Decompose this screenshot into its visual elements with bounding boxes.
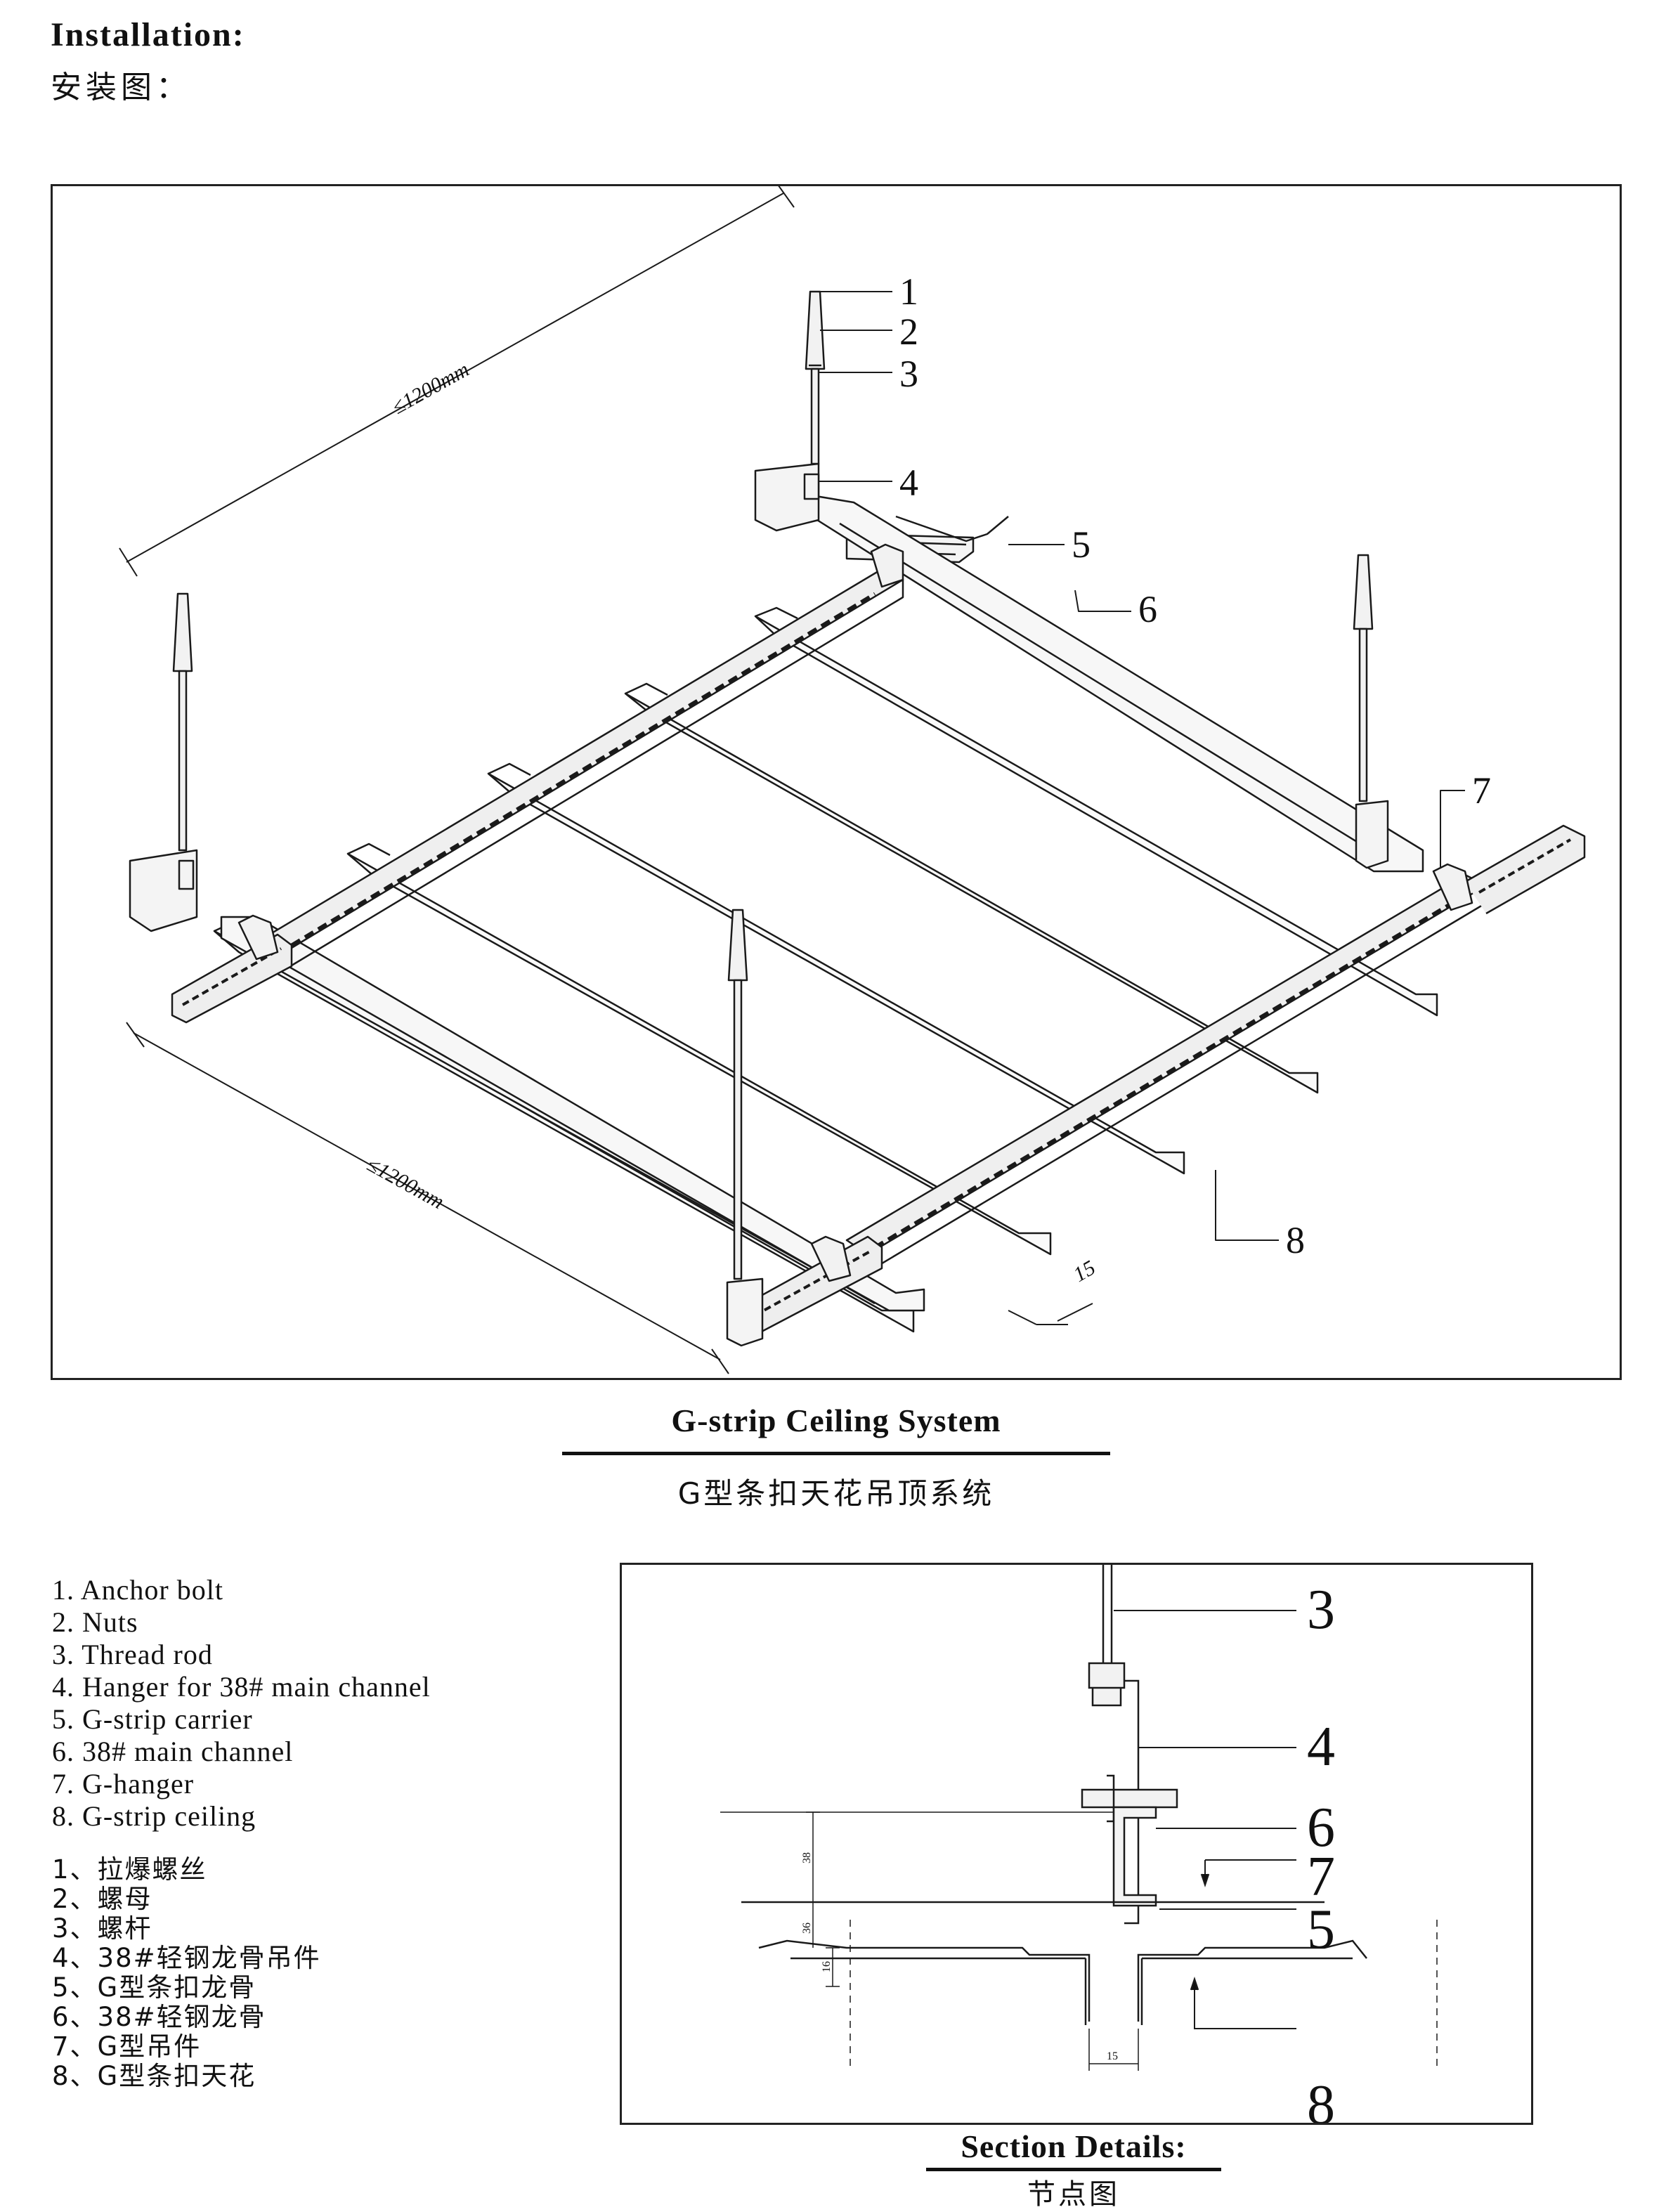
section-callout-3: 3 [1307, 1579, 1335, 1641]
legend-zh-item-8: 8、G型条扣天花 [52, 2061, 256, 2091]
section-dimension-labels: 38 36 16 15 [801, 1852, 1118, 2062]
g-hanger-set [237, 543, 1473, 1282]
section-dim-36: 36 [801, 1923, 813, 1934]
main-caption-chinese: G型条扣天花吊顶系统 [677, 1476, 995, 1511]
section-dim-15: 15 [1107, 2050, 1118, 2062]
legend-zh-item-5: 5、G型条扣龙骨 [52, 1972, 256, 2003]
callout-2: 2 [899, 311, 918, 353]
legend-zh-item-3: 3、螺杆 [52, 1913, 152, 1944]
g-strip-ceiling-panels [213, 606, 1438, 1333]
ceiling-system-drawing: 1 2 3 4 5 6 7 8 ≤1200mm ≤1200mm 15 [119, 182, 1586, 1374]
section-callout-5: 5 [1307, 1899, 1335, 1960]
legend-zh-item-7: 7、G型吊件 [52, 2031, 202, 2062]
main-caption-english: G-strip Ceiling System [671, 1403, 1001, 1438]
section-callout-leaders [1114, 1610, 1296, 2029]
section-nut [1088, 1662, 1126, 1707]
legend-en-item-8: 8. G-strip ceiling [52, 1800, 256, 1832]
legend-chinese: 1、拉爆螺丝 2、螺母 3、螺杆 4、38#轻钢龙骨吊件 5、G型条扣龙骨 6、… [52, 1855, 321, 2091]
section-callout-numbers: 3 4 6 7 5 8 [1307, 1579, 1335, 2136]
legend-zh-item-2: 2、螺母 [52, 1884, 152, 1914]
dimension-gap-label: 15 [1069, 1256, 1099, 1287]
section-callout-4: 4 [1307, 1716, 1335, 1778]
section-detail-drawing: 3 4 6 7 5 8 38 36 16 15 [720, 1565, 1438, 2136]
legend-en-item-1: 1. Anchor bolt [52, 1574, 223, 1606]
legend-en-item-6: 6. 38# main channel [52, 1736, 294, 1767]
thread-rods [172, 290, 1374, 1280]
section-bolt [1081, 1788, 1178, 1809]
section-callout-8: 8 [1307, 2074, 1335, 2123]
callout-3: 3 [899, 353, 918, 395]
legend-zh-item-6: 6、38#轻钢龙骨 [52, 2002, 266, 2032]
section-thread-rod [1102, 1565, 1113, 1681]
legend-zh-item-4: 4、38#轻钢龙骨吊件 [52, 1943, 321, 1973]
legend-en-item-3: 3. Thread rod [52, 1639, 213, 1670]
callout-leaders [819, 291, 1465, 1241]
main-channel-38 [220, 494, 1424, 1312]
callout-4: 4 [899, 462, 918, 504]
section-caption-rule [926, 2168, 1221, 2171]
section-caption-chinese: 节点图 [1027, 2178, 1120, 2211]
callout-1: 1 [899, 271, 918, 313]
dimension-bottom-label: ≤1200mm [363, 1152, 448, 1214]
section-main-channel [1112, 1806, 1157, 1907]
section-ceiling-strip [758, 1939, 1367, 2022]
legend-en-item-4: 4. Hanger for 38# main channel [52, 1671, 431, 1703]
callout-7: 7 [1472, 769, 1491, 812]
legend-en-item-2: 2. Nuts [52, 1606, 138, 1638]
callout-8: 8 [1286, 1219, 1305, 1261]
dimension-top-label: ≤1200mm [388, 358, 473, 419]
section-caption-english: Section Details: [961, 2128, 1187, 2164]
legend-en-item-5: 5. G-strip carrier [52, 1703, 253, 1735]
main-caption-rule [562, 1452, 1110, 1455]
section-callout-7: 7 [1307, 1846, 1335, 1908]
callout-numbers: 1 2 3 4 5 6 7 8 [899, 271, 1491, 1261]
heading-english: Installation: [51, 16, 245, 53]
dimension-lines [119, 182, 1093, 1374]
main-diagram-panel: 1 2 3 4 5 6 7 8 ≤1200mm ≤1200mm 15 [51, 182, 1622, 1380]
heading-chinese: 安装图： [51, 70, 191, 105]
hanger-brackets [129, 462, 1389, 1347]
callout-6: 6 [1138, 588, 1157, 630]
g-strip-carrier-right [845, 873, 1488, 1273]
section-dimension-lines [806, 1811, 1139, 2071]
section-dim-38: 38 [801, 1852, 813, 1863]
section-diagram-panel: 3 4 6 7 5 8 38 36 16 15 [620, 1563, 1533, 2136]
legend-zh-item-1: 1、拉爆螺丝 [52, 1854, 207, 1885]
section-dim-16: 16 [821, 1961, 833, 1972]
section-callout-6: 6 [1307, 1797, 1335, 1859]
g-strip-carrier-left [262, 568, 904, 971]
callout-5: 5 [1072, 523, 1091, 566]
legend-en-item-7: 7. G-hanger [52, 1768, 195, 1800]
legend-english: 1. Anchor bolt 2. Nuts 3. Thread rod 4. … [52, 1574, 431, 1833]
